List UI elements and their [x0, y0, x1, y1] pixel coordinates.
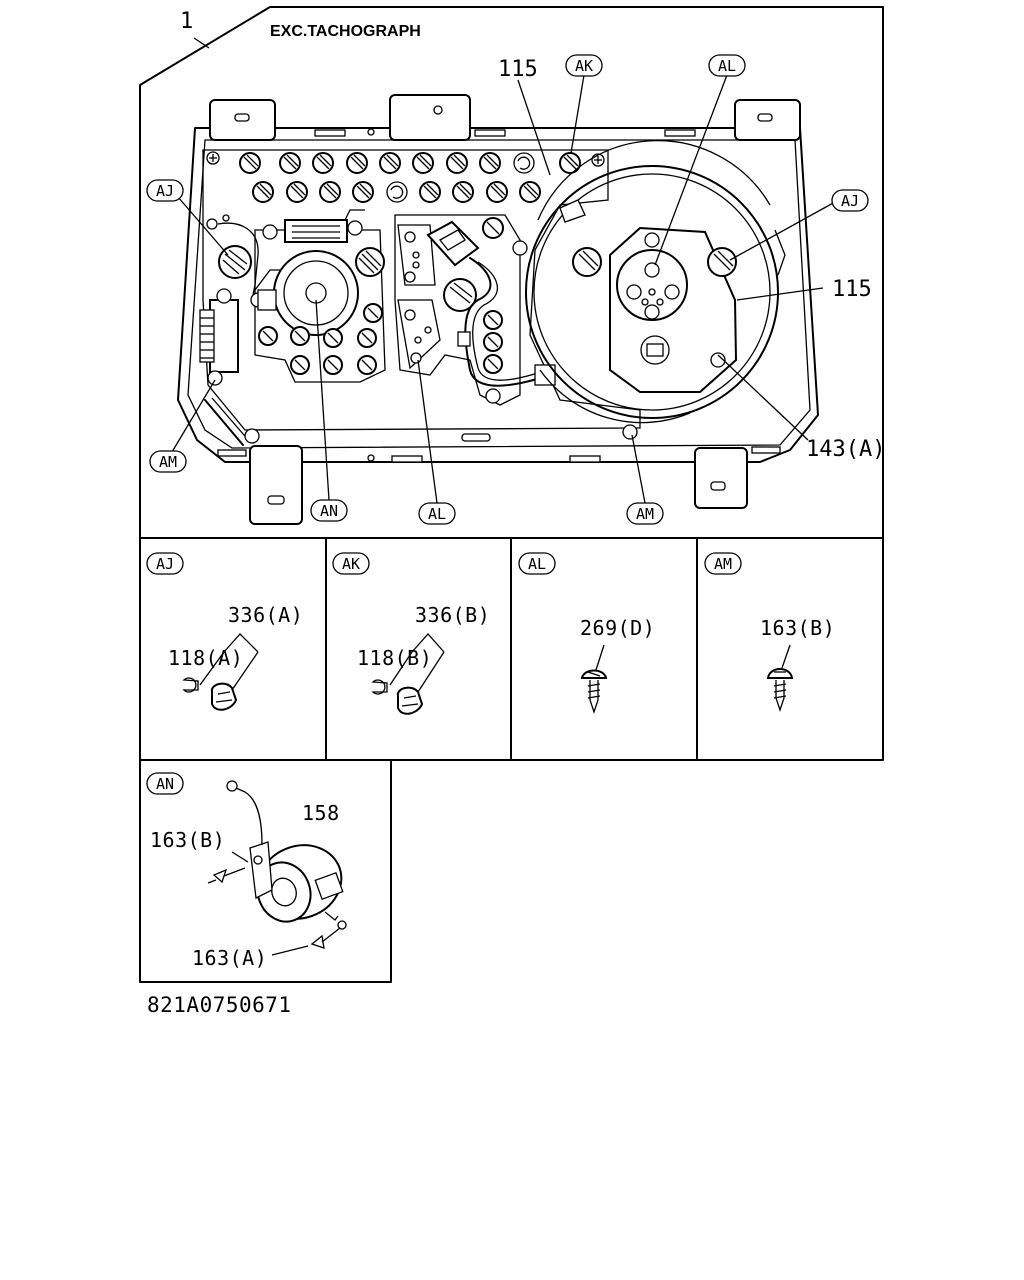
leader-lines [171, 74, 836, 504]
badge-al-bottom: AL [418, 502, 456, 525]
middle-electronics [397, 217, 556, 404]
detail-panel-am: AM 163(B) [704, 552, 835, 713]
badge-am-bottom: AM [626, 502, 664, 525]
screw [244, 428, 260, 444]
assembly-number: 1 [180, 9, 193, 34]
detail-am-part-a: 163(B) [760, 616, 835, 640]
detail-ak-title: AK [342, 555, 360, 573]
label-115-top: 115 [498, 57, 538, 82]
detail-al-title: AL [528, 555, 546, 573]
left-electronics [199, 209, 385, 386]
label-143a: 143(A) [806, 437, 885, 462]
detail-am-title: AM [714, 555, 732, 573]
badge-ak-main: AK [565, 54, 603, 77]
badge-an-main: AN [310, 499, 348, 522]
detail-ak-part-a: 336(B) [415, 603, 490, 627]
svg-text:AK: AK [575, 57, 593, 75]
svg-text:AL: AL [718, 57, 736, 75]
meter-housing [177, 94, 819, 525]
detail-al-part-a: 269(D) [580, 616, 655, 640]
detail-row-frame [139, 537, 884, 761]
detail-panel-an: AN 158 163(B) 163(A) [139, 759, 392, 983]
detail-ak-part-b: 118(B) [357, 646, 432, 670]
badge-aj-right: AJ [831, 189, 869, 212]
footer-code: 821A0750671 [147, 993, 292, 1017]
detail-panel-ak: AK 336(B) 118(B) [332, 552, 490, 715]
detail-an-part-c: 163(A) [192, 946, 267, 970]
badge-aj-left: AJ [146, 179, 184, 202]
badge-am-left: AM [149, 450, 187, 473]
detail-aj-part-a: 336(A) [228, 603, 303, 627]
svg-text:AN: AN [320, 502, 338, 520]
label-115-right: 115 [832, 277, 872, 302]
badge-al-top: AL [708, 54, 746, 77]
main-frame [139, 6, 884, 539]
svg-text:AM: AM [636, 505, 654, 523]
svg-text:AJ: AJ [841, 192, 859, 210]
detail-an-title: AN [156, 775, 174, 793]
detail-an-part-a: 158 [302, 801, 340, 825]
detail-an-part-b: 163(B) [150, 828, 225, 852]
detail-aj-part-b: 118(A) [168, 646, 243, 670]
speedometer-unit [525, 139, 786, 440]
svg-text:AJ: AJ [156, 182, 174, 200]
caption: EXC.TACHOGRAPH [270, 23, 421, 40]
detail-panel-aj: AJ 336(A) 118(A) [146, 552, 303, 711]
detail-panel-al: AL 269(D) [518, 552, 655, 715]
assembly-leader [193, 37, 210, 49]
svg-text:AM: AM [159, 453, 177, 471]
svg-text:AL: AL [428, 505, 446, 523]
detail-aj-title: AJ [156, 555, 174, 573]
